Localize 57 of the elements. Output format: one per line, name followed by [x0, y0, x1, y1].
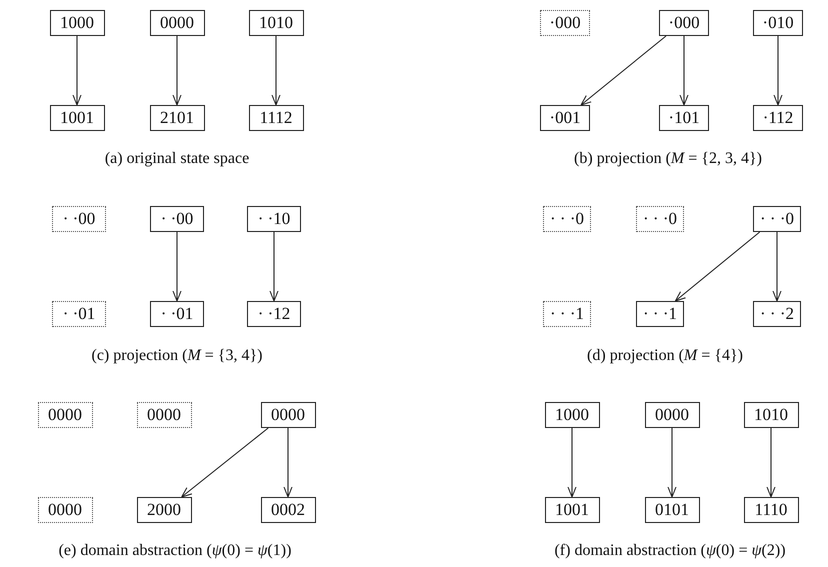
unreachable-state-box: · ·01	[52, 301, 106, 327]
state-box: 1000	[544, 402, 600, 428]
state-box: 1010	[248, 10, 304, 36]
unreachable-state-box: · · ·0	[543, 206, 591, 232]
arrow	[284, 428, 292, 498]
state-box: 0101	[644, 497, 700, 523]
state-box: 2000	[136, 497, 192, 523]
state-box: · · ·1	[636, 301, 684, 327]
state-box: 2101	[150, 105, 204, 131]
state-box: 0002	[260, 497, 316, 523]
arrow	[668, 428, 676, 498]
state-box: 1110	[744, 497, 798, 523]
arrow	[270, 232, 278, 302]
state-box: ·101	[659, 105, 709, 131]
arrow	[181, 428, 269, 498]
arrow	[272, 36, 280, 106]
state-box: ·000	[659, 10, 709, 36]
state-box: ·001	[540, 105, 590, 131]
arrow	[674, 232, 760, 302]
arrow	[680, 36, 688, 106]
subfigure-caption: (a) original state space	[104, 150, 250, 168]
arrow	[774, 36, 782, 106]
arrow	[580, 36, 666, 106]
arrow	[72, 36, 82, 106]
unreachable-state-box: 0000	[38, 402, 92, 428]
arrow	[172, 36, 182, 106]
state-box: 0000	[260, 402, 316, 428]
state-box: · ·12	[247, 301, 301, 327]
state-box: 1001	[50, 105, 104, 131]
state-box: 0000	[644, 402, 700, 428]
subfigure-caption: (d) projection (M = {4})	[587, 347, 743, 365]
unreachable-state-box: · · ·0	[636, 206, 684, 232]
state-box: ·112	[753, 105, 803, 131]
arrow	[766, 428, 776, 498]
state-box: ·010	[753, 10, 803, 36]
unreachable-state-box: ·000	[540, 10, 590, 36]
state-box: 0000	[150, 10, 204, 36]
subfigure-caption: (c) projection (M = {3, 4})	[92, 347, 262, 365]
state-box: 1000	[50, 10, 104, 36]
state-box: 1001	[544, 497, 600, 523]
state-box: · ·01	[150, 301, 204, 327]
state-box: · · ·0	[753, 206, 801, 232]
arrow	[772, 232, 782, 302]
state-box: · · ·2	[753, 301, 801, 327]
state-box: 1010	[744, 402, 798, 428]
unreachable-state-box: 0000	[136, 402, 192, 428]
unreachable-state-box: · · ·1	[543, 301, 591, 327]
unreachable-state-box: 0000	[38, 497, 92, 523]
subfigure-caption: (e) domain abstraction (ψ(0) = ψ(1))	[58, 542, 292, 560]
subfigure-caption: (f) domain abstraction (ψ(0) = ψ(2))	[554, 542, 786, 560]
state-box: · ·00	[150, 206, 204, 232]
arrow	[568, 428, 576, 498]
unreachable-state-box: · ·00	[52, 206, 106, 232]
arrow	[172, 232, 182, 302]
state-box: · ·10	[247, 206, 301, 232]
state-box: 1112	[248, 105, 304, 131]
subfigure-caption: (b) projection (M = {2, 3, 4})	[574, 150, 762, 168]
